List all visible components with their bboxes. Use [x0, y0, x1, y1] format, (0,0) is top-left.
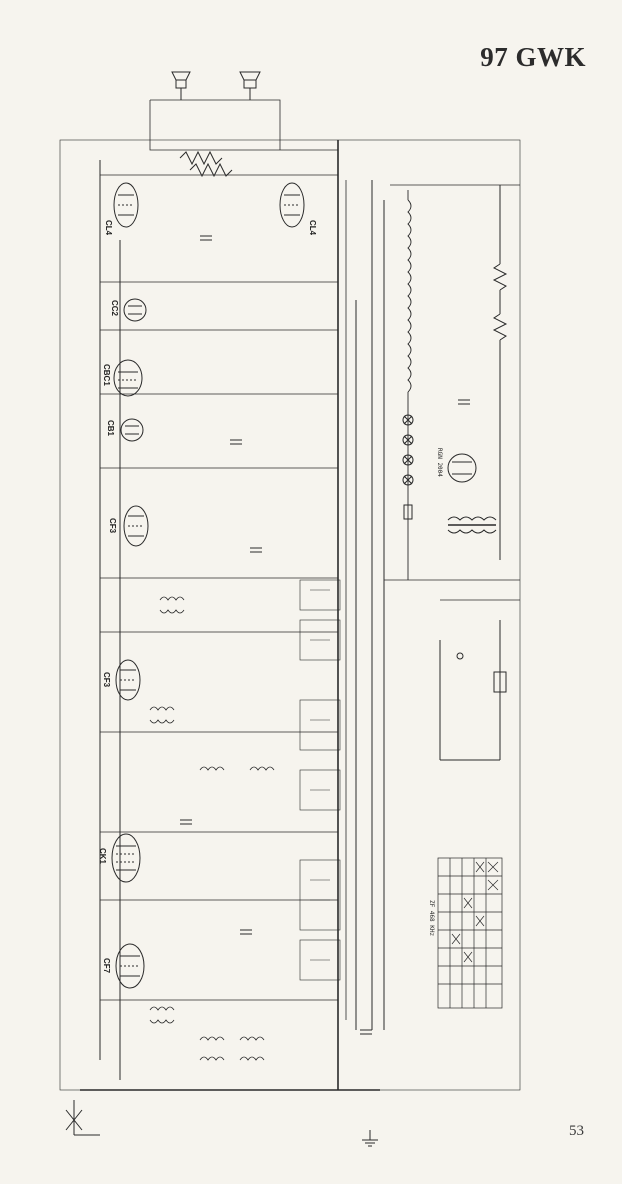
capacitors — [180, 235, 470, 1035]
tube-label-cl4-right: CL4 — [308, 220, 317, 236]
tube-cl4-right — [279, 182, 305, 228]
tube-ck1 — [111, 833, 141, 883]
tube-cl4-left — [113, 182, 139, 228]
tube-cbc1 — [113, 359, 143, 397]
field-coil — [407, 190, 412, 580]
tube-label-cl4-left: CL4 — [104, 220, 113, 236]
tube-label-cb1: CB1 — [106, 420, 115, 437]
pilot-lamps-icon — [402, 414, 414, 520]
power-transformer — [447, 516, 497, 534]
rectifier-label: RGN 2004 — [436, 448, 443, 477]
coil-table — [437, 857, 503, 1009]
ground-icon — [362, 1130, 378, 1147]
schematic-frame — [59, 139, 521, 1091]
antenna-icon — [65, 1100, 100, 1136]
output-resistor — [179, 150, 223, 166]
tube-label-cbc1: CBC1 — [102, 364, 111, 386]
page-title: 97 GWK — [480, 42, 586, 72]
tube-label-ck1: CK1 — [98, 848, 107, 865]
tube-label-cf7: CF7 — [102, 958, 111, 974]
tube-cf3-upper — [123, 505, 149, 547]
tube-label-cf3-lower: CF3 — [102, 672, 111, 688]
dropper-resistors — [492, 185, 508, 560]
tube-cb1 — [120, 418, 144, 442]
tube-label-cc2: CC2 — [110, 300, 119, 317]
tube-cf3-lower — [115, 659, 141, 701]
if-coils — [149, 596, 275, 1061]
page-number: 53 — [569, 1123, 584, 1139]
coil-table-label: ZF 468 KHz — [428, 900, 435, 937]
tube-cf7 — [115, 943, 145, 989]
mains-switch — [439, 620, 507, 761]
speaker-left-icon — [171, 71, 191, 100]
tube-label-cf3-upper: CF3 — [108, 518, 117, 534]
band-switch-contacts — [299, 579, 341, 981]
speaker-right-icon — [239, 71, 261, 100]
tube-cc2 — [123, 298, 147, 322]
tube-rgn2004 — [447, 453, 477, 483]
